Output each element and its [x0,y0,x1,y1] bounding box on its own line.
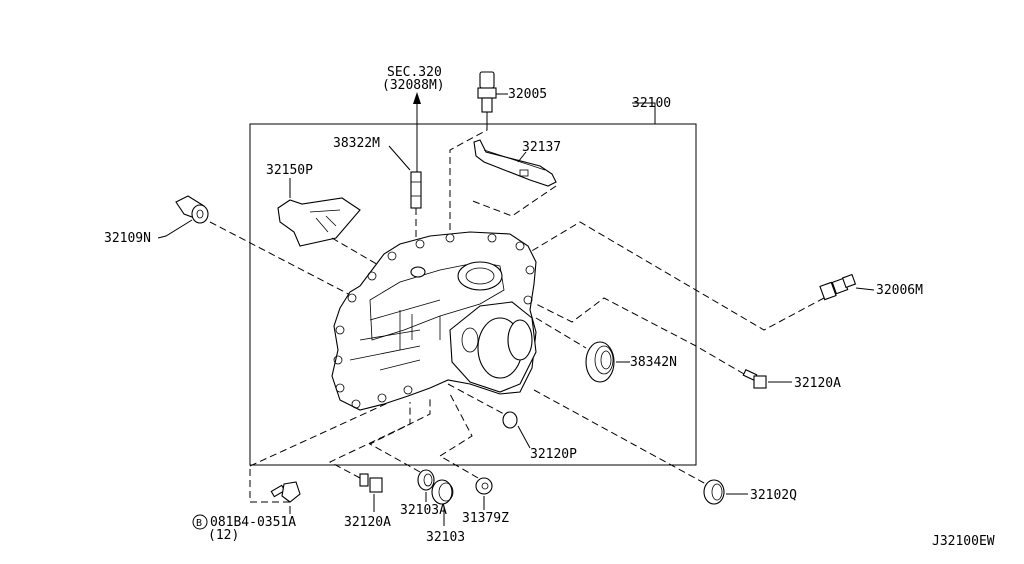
part-32103A [417,469,435,491]
label-081B4-0351A[interactable]: 081B4-0351A [210,515,296,530]
dash-32006M [529,221,825,331]
label-32109N[interactable]: 32109N [104,231,151,246]
label-32137[interactable]: 32137 [522,140,561,155]
dash-32120A-right [535,297,745,375]
label-32005[interactable]: 32005 [508,87,547,102]
part-32120A-right [742,369,767,389]
dash-32150P [331,237,381,267]
dash-32120A-bottom [328,402,411,479]
bolt-type-symbol [192,514,208,530]
leader-32006M [855,287,875,291]
part-32120P [502,411,518,429]
leader-32137 [517,151,527,163]
part-32120A-bottom [359,473,383,493]
label-32150P[interactable]: 32150P [266,163,313,178]
dash-32103 [368,398,431,473]
part-32137 [473,139,557,187]
part-38342N [585,341,615,383]
label-32103[interactable]: 32103 [426,530,465,545]
bolt-type-letter: B [196,518,202,529]
label-32006M[interactable]: 32006M [876,283,923,298]
dash-081B4-base [249,466,290,503]
sec-ref-arrow [413,92,421,172]
part-32005 [477,71,497,124]
leader-38322M [388,145,411,171]
part-38322M [410,171,422,270]
transmission-case [331,231,537,411]
dash-31379Z [439,393,479,479]
part-32102Q [703,479,725,505]
label-32120P[interactable]: 32120P [530,447,577,462]
label-38322M[interactable]: 38322M [333,136,380,151]
sec-ref-line2[interactable]: (32088M) [382,78,445,93]
sec-ref-line1[interactable]: SEC.320 [387,65,442,80]
part-32109N [175,195,209,224]
part-32150P [277,197,361,247]
dash-32102Q [533,389,707,485]
label-31379Z[interactable]: 31379Z [462,511,509,526]
label-32103A[interactable]: 32103A [400,503,447,518]
part-32103 [431,479,454,505]
leader-32100 [632,102,656,124]
assembly-frame [249,123,697,466]
label-32120A-right[interactable]: 32120A [794,376,841,391]
drawing-number: J32100EW [932,534,995,549]
dash-32109N [209,221,361,301]
label-32100[interactable]: 32100 [632,96,671,111]
part-081B4-bolt [270,481,301,503]
dash-38342N [535,317,587,349]
leader-32120P [517,425,531,449]
label-081B4-qty[interactable]: (12) [208,528,239,543]
dash-081B4 [249,401,391,467]
label-38342N[interactable]: 38342N [630,355,677,370]
part-32006M [819,273,857,301]
leader-32109N [157,219,193,239]
label-32120A-bottom[interactable]: 32120A [344,515,391,530]
label-32102Q[interactable]: 32102Q [750,488,797,503]
dash-32137 [469,185,557,217]
dash-32005 [449,124,488,240]
part-31379Z [475,477,493,495]
